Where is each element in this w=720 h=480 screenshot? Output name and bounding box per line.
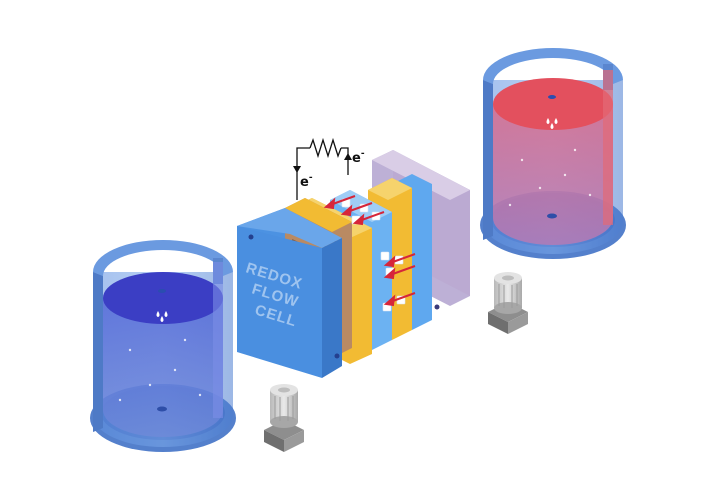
ion-transfer-arrows [323,195,416,307]
anolyte-surface [103,272,223,324]
arrow-down-icon [293,166,301,173]
catholyte-liquid [493,104,613,245]
circuit-wire-right [341,147,349,175]
catholyte-tank [480,48,626,259]
right-pump [488,272,528,334]
arrow-up-icon [344,153,352,160]
anolyte-tank [90,240,236,452]
electron-label-right: e- [352,149,365,166]
flow-cell: REDOX FLOW CELL [237,150,470,378]
circuit-arrowheads [293,153,352,173]
resistor-icon [309,137,342,159]
electron-label-left: e- [300,173,313,190]
external-circuit [296,137,349,200]
catholyte-surface [493,78,613,130]
catholyte-drops-icon [546,118,558,129]
circuit-wire-left [296,147,310,200]
anolyte-drops-icon [156,311,168,322]
anolyte-liquid [103,298,223,437]
left-pump [264,384,304,452]
